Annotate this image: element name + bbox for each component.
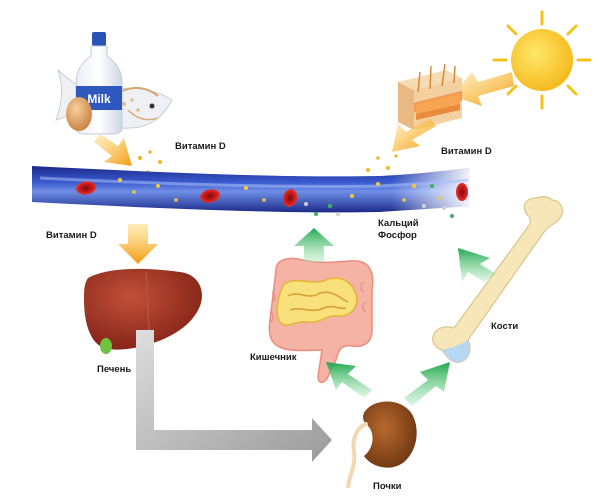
vessel-particles <box>118 178 454 218</box>
intestine-icon <box>268 257 374 384</box>
intestine-to-blood-arrow <box>294 228 334 262</box>
liver-icon <box>84 268 202 354</box>
label-vitamin-d-skin: Витамин D <box>441 146 492 157</box>
vitamin-d-particles <box>137 150 398 174</box>
label-calcium: Кальций <box>378 218 419 229</box>
skin-to-blood-arrow <box>392 118 436 152</box>
label-bones: Кости <box>491 321 519 332</box>
bone-icon <box>432 196 564 363</box>
kidney-icon <box>346 401 417 488</box>
bones-to-blood-arrow <box>458 248 496 282</box>
blood-to-liver-arrow <box>118 224 158 264</box>
milk-label: Milk <box>87 92 111 106</box>
food-to-blood-arrow <box>94 134 132 166</box>
sun-icon <box>492 10 592 110</box>
egg-icon <box>66 97 92 131</box>
label-intestine: Кишечник <box>250 352 297 363</box>
label-phosphorus: Фосфор <box>378 230 417 241</box>
sun-to-skin-arrow <box>452 72 514 106</box>
label-kidneys: Почки <box>373 481 402 492</box>
skin-icon <box>398 63 462 130</box>
liver-to-kidney-arrow <box>136 330 332 462</box>
kidney-to-intestine-arrow <box>326 362 372 398</box>
red-blood-cells <box>76 181 468 207</box>
kidney-to-bones-arrow <box>404 362 450 406</box>
label-liver: Печень <box>97 364 132 375</box>
blood-vessel <box>32 166 470 213</box>
label-vitamin-d-food: Витамин D <box>175 141 226 152</box>
label-vitamin-d-blood: Витамин D <box>46 230 97 241</box>
